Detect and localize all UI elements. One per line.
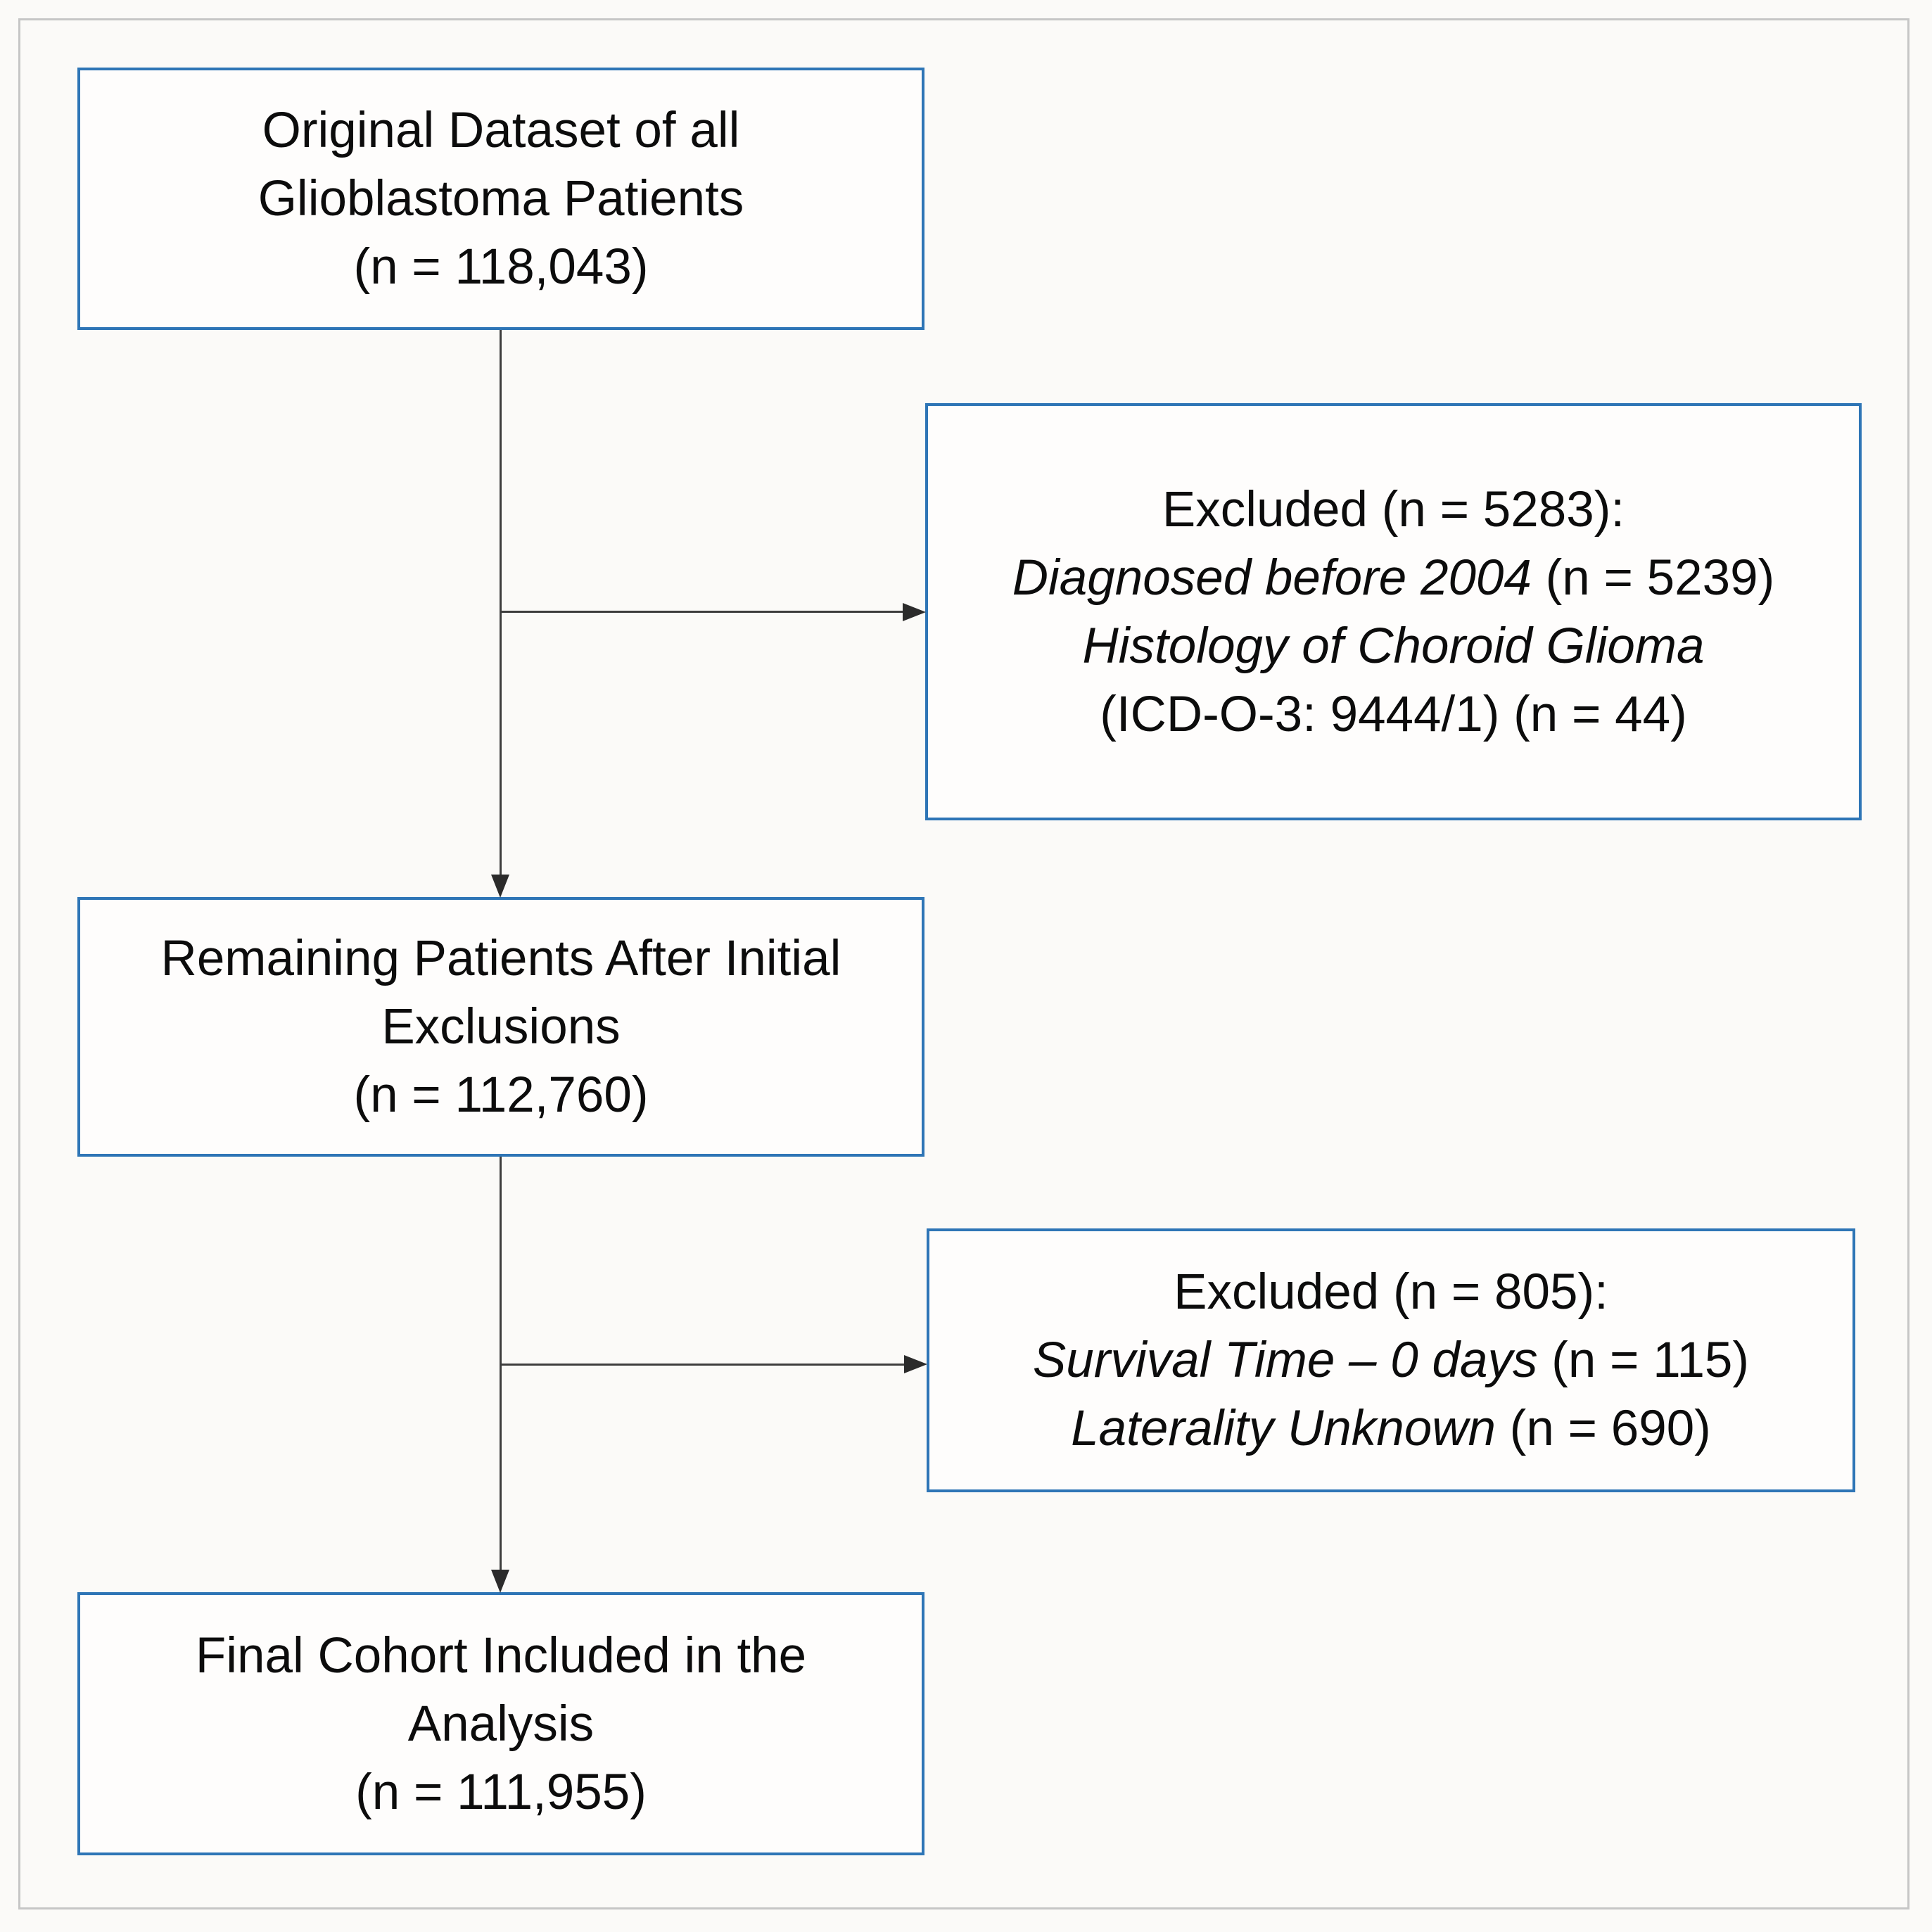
arrow-branch-excluded-initial-line (500, 611, 903, 613)
final-cohort-line-1: Final Cohort Included in the (195, 1627, 807, 1684)
box-original-dataset: Original Dataset of all Glioblastoma Pat… (77, 68, 924, 330)
excluded-initial-reason-2: Histology of Choroid Glioma (1083, 612, 1705, 680)
remaining-patients-count: (n = 112,760) (353, 1067, 649, 1123)
final-cohort-count: (n = 111,955) (355, 1764, 647, 1820)
original-dataset-count: (n = 118,043) (353, 239, 649, 295)
arrow-remaining-to-final-head-icon (491, 1570, 509, 1593)
original-dataset-line-2: Glioblastoma Patients (258, 171, 744, 227)
arrow-branch-excluded-initial-head-icon (903, 603, 926, 621)
arrow-original-to-remaining-line (500, 330, 502, 877)
excluded-second-reason-2-label: Laterality Unknown (1071, 1401, 1496, 1456)
figure-frame (18, 18, 1909, 1909)
excluded-second-reason-1-count: (n = 115) (1537, 1333, 1750, 1388)
arrow-original-to-remaining-head-icon (491, 875, 509, 898)
excluded-second-header: Excluded (n = 805): (1174, 1264, 1608, 1320)
excluded-second-reason-1-label: Survival Time – 0 days (1032, 1333, 1538, 1388)
arrow-branch-excluded-second-head-icon (904, 1355, 927, 1373)
box-excluded-initial: Excluded (n = 5283): Diagnosed before 20… (925, 403, 1862, 820)
box-excluded-second: Excluded (n = 805): Survival Time – 0 da… (927, 1228, 1855, 1492)
excluded-initial-reason-2-detail: (ICD-O-3: 9444/1) (n = 44) (1100, 686, 1687, 742)
excluded-initial-reason-1-count: (n = 5239) (1531, 549, 1775, 606)
excluded-second-reason-2-count: (n = 690) (1495, 1401, 1711, 1456)
remaining-patients-line-1: Remaining Patients After Initial (160, 931, 841, 986)
excluded-second-reason-1: Survival Time – 0 days (n = 115) (1033, 1326, 1749, 1394)
box-remaining-patients: Remaining Patients After Initial Exclusi… (77, 897, 924, 1157)
arrow-remaining-to-final-line (500, 1157, 502, 1570)
box-final-cohort: Final Cohort Included in the Analysis (n… (77, 1592, 924, 1855)
excluded-initial-header: Excluded (n = 5283): (1162, 481, 1625, 538)
arrow-branch-excluded-second-line (500, 1364, 904, 1366)
excluded-initial-reason-1: Diagnosed before 2004 (n = 5239) (1012, 544, 1775, 612)
excluded-initial-reason-2-label: Histology of Choroid Glioma (1082, 618, 1705, 674)
excluded-initial-reason-1-label: Diagnosed before 2004 (1012, 549, 1532, 606)
original-dataset-line-1: Original Dataset of all (262, 103, 740, 158)
final-cohort-line-2: Analysis (407, 1696, 595, 1752)
remaining-patients-line-2: Exclusions (381, 999, 621, 1055)
excluded-second-reason-2: Laterality Unknown (n = 690) (1071, 1394, 1711, 1463)
